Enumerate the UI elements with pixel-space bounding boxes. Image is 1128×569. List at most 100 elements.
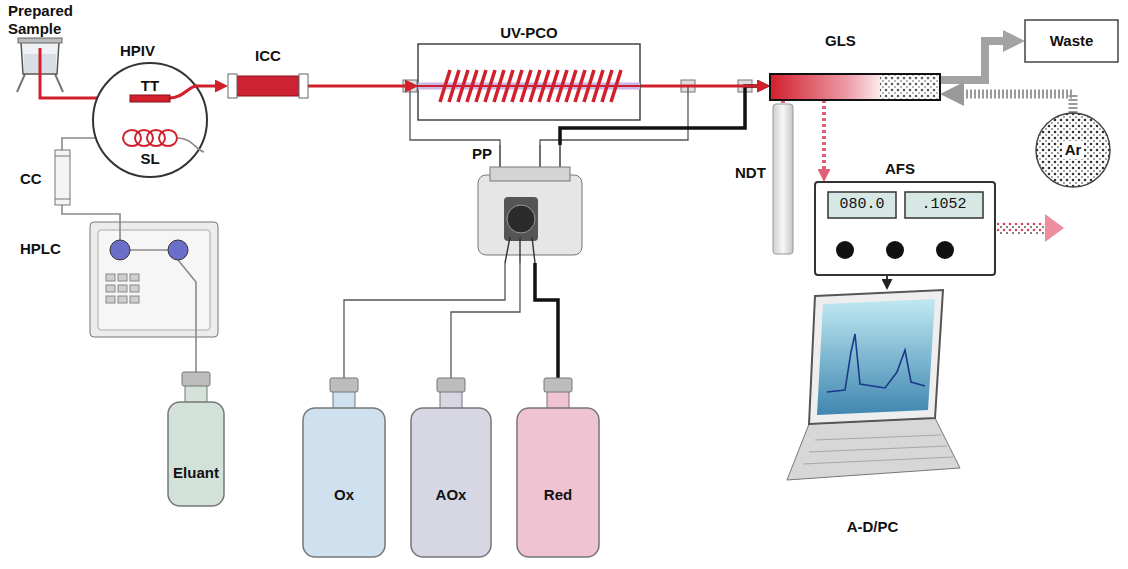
pump-tubing xyxy=(505,237,535,263)
argon-supply: Ar xyxy=(1035,112,1111,188)
hplc-panel xyxy=(98,230,210,330)
detector-box xyxy=(815,182,995,275)
pump-top xyxy=(490,167,570,181)
computer: A-D/PC xyxy=(785,290,960,540)
laptop-screen xyxy=(817,299,935,415)
column-cap xyxy=(299,74,308,98)
chromatogram-trace xyxy=(827,334,925,392)
peristaltic-pump: PP xyxy=(470,145,590,263)
injection-valve: HPIVTTSL xyxy=(92,62,208,178)
reagent-bottle: Red xyxy=(514,378,602,558)
bottle-body xyxy=(303,408,385,557)
bottle-cap xyxy=(437,378,465,392)
column-body xyxy=(55,150,70,205)
trap-tube: TT xyxy=(130,78,170,104)
node-label: HPIV xyxy=(120,42,155,60)
flow-connector xyxy=(195,337,197,372)
hplc-body xyxy=(90,222,218,337)
dryer-tube xyxy=(773,104,793,254)
beaker-lid xyxy=(18,38,62,43)
sample-beaker: Prepared Sample xyxy=(15,40,65,92)
sample-loop: SL xyxy=(122,128,178,168)
sample-beaker-outline xyxy=(15,40,65,92)
hplc-pump-outline xyxy=(18,222,218,337)
node-label: CC xyxy=(20,170,42,188)
node-label: Ox xyxy=(334,486,354,504)
bottle-cap xyxy=(330,378,358,392)
node-label: ICC xyxy=(255,47,281,65)
bottle-body xyxy=(168,402,224,506)
hplc-pump: HPLC xyxy=(18,222,218,337)
hplc-button xyxy=(130,285,139,292)
separator-outline xyxy=(770,74,940,100)
control-knob xyxy=(836,241,854,259)
reactor-box xyxy=(418,44,640,120)
hplc-button xyxy=(130,296,139,303)
display-window xyxy=(828,192,896,218)
peristaltic-pump-outline xyxy=(470,145,590,263)
node-label: TT xyxy=(141,77,159,95)
node-label: HPLC xyxy=(20,240,61,258)
node-label: Red xyxy=(544,486,572,504)
reagent-bottle: Eluant xyxy=(165,372,227,507)
afs-exhaust-arrow xyxy=(997,222,1045,234)
hplc-button xyxy=(106,285,115,292)
valve-body xyxy=(93,63,207,177)
afs-exhaust-arrow xyxy=(997,214,1064,242)
flow-connector xyxy=(951,94,1073,113)
flow-connector xyxy=(822,100,826,177)
column-cap xyxy=(228,74,237,98)
hplc-valve xyxy=(168,240,188,260)
display-readout: .1052 xyxy=(905,192,983,218)
separator-gas xyxy=(880,74,940,100)
reagent-bottle-outline xyxy=(514,378,602,558)
loop-coil xyxy=(159,130,177,146)
sample-flow-arrow xyxy=(308,85,414,88)
flow-connector xyxy=(886,275,888,287)
reagent-bottle: Ox xyxy=(300,378,388,558)
waste-box: Waste xyxy=(1025,20,1118,62)
column-body xyxy=(237,76,299,96)
pump-head xyxy=(504,197,538,241)
laptop-lid xyxy=(809,290,943,424)
display-readout: 080.0 xyxy=(828,192,896,218)
node-label: AOx xyxy=(436,486,467,504)
display-value: 080.0 xyxy=(839,196,884,214)
separator-body xyxy=(770,74,940,100)
valve-channel xyxy=(178,138,204,152)
node-label: Prepared Sample xyxy=(8,2,88,38)
pump-rotor xyxy=(507,205,535,233)
control-knob xyxy=(936,241,954,259)
column: ICC xyxy=(228,45,308,97)
hplc-button xyxy=(118,285,127,292)
sample-flow-arrow xyxy=(196,85,224,88)
flow-connector xyxy=(535,263,558,378)
column-cap xyxy=(55,156,70,199)
reactor-coil xyxy=(440,70,621,102)
hplc-button xyxy=(118,296,127,303)
waste-box xyxy=(1025,20,1118,62)
sample-tube xyxy=(39,48,42,92)
node-label: SL xyxy=(140,150,159,168)
dryer-tube: NDT xyxy=(735,104,797,254)
node-label: Eluant xyxy=(173,464,219,482)
gas-cylinder xyxy=(1036,113,1110,187)
flow-connector xyxy=(344,263,505,378)
flow-connector xyxy=(451,263,520,378)
flow-connector xyxy=(940,41,1015,80)
uv-reactor: UV-PCO xyxy=(418,24,640,120)
afs-exhaust-arrow xyxy=(1045,214,1064,242)
laptop-base xyxy=(787,418,960,480)
reagent-bottle-outline xyxy=(300,378,388,558)
detector-box: AFS080.0.1052 xyxy=(815,182,995,275)
valve-channel xyxy=(170,86,197,98)
node-label: AFS xyxy=(885,160,915,178)
pump-body xyxy=(478,175,582,255)
bottle-body xyxy=(517,408,599,557)
display-value: .1052 xyxy=(921,196,966,214)
hplc-button xyxy=(118,274,127,281)
bottle-cap xyxy=(544,378,572,392)
node-label: UV-PCO xyxy=(500,24,558,42)
hplc-button xyxy=(106,296,115,303)
